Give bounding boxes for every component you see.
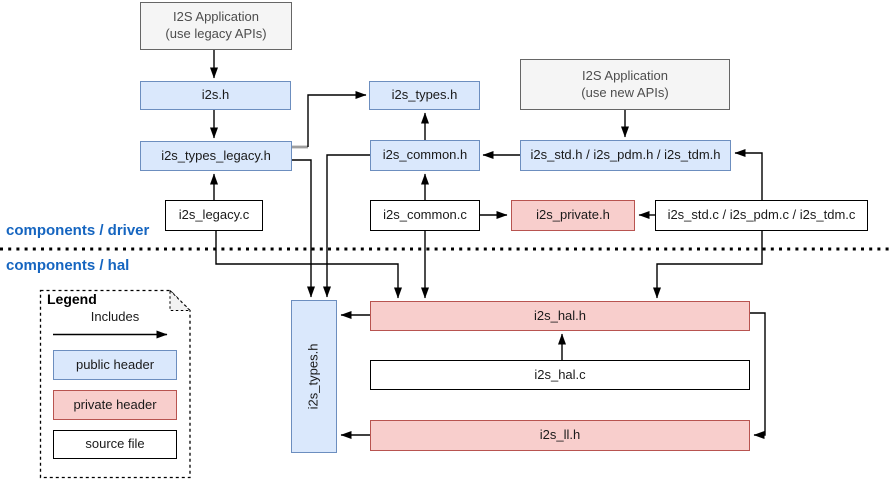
node-i2s-private-h: i2s_private.h bbox=[511, 200, 635, 231]
legend-private-header-swatch: private header bbox=[53, 390, 177, 420]
edge-legacy-c-to-hal-h bbox=[215, 231, 402, 299]
node-i2s-application-legacy: I2S Application (use legacy APIs) bbox=[140, 2, 292, 50]
node-i2s-types-h-driver: i2s_types.h bbox=[369, 81, 480, 110]
section-label-hal: components / hal bbox=[6, 257, 130, 274]
legend-public-header-swatch: public header bbox=[53, 350, 177, 380]
legend-source-file-swatch: source file bbox=[53, 430, 177, 459]
node-i2s-common-h: i2s_common.h bbox=[370, 140, 480, 171]
node-i2s-legacy-c: i2s_legacy.c bbox=[165, 200, 263, 231]
node-i2s-types-h-hal: i2s_types.h bbox=[291, 300, 337, 453]
legend-fold-corner bbox=[169, 289, 192, 311]
legend-includes-label: Includes bbox=[90, 309, 140, 324]
edge-std-c-to-hal-h bbox=[653, 231, 763, 299]
edge-std-c-to-std-h bbox=[734, 149, 763, 200]
edge-types-legacy-to-types-hal bbox=[292, 159, 315, 298]
node-i2s-h: i2s.h bbox=[140, 81, 291, 110]
node-i2s-ll-h: i2s_ll.h bbox=[370, 420, 750, 451]
node-i2s-application-new: I2S Application (use new APIs) bbox=[520, 59, 730, 110]
edge-types-legacy-to-i2s-types bbox=[307, 91, 367, 147]
node-i2s-hal-h: i2s_hal.h bbox=[370, 301, 750, 331]
section-label-driver: components / driver bbox=[6, 222, 150, 239]
edge-common-h-to-types-hal bbox=[323, 154, 370, 298]
node-i2s-hal-c: i2s_hal.c bbox=[370, 360, 750, 390]
edge-hal-h-to-ll-h bbox=[750, 312, 766, 439]
node-i2s-std-pdm-tdm-h: i2s_std.h / i2s_pdm.h / i2s_tdm.h bbox=[520, 140, 731, 171]
legend-title: Legend bbox=[47, 291, 97, 307]
node-i2s-types-h-hal-label: i2s_types.h bbox=[305, 343, 321, 410]
node-i2s-std-pdm-tdm-c: i2s_std.c / i2s_pdm.c / i2s_tdm.c bbox=[655, 200, 868, 231]
node-i2s-common-c: i2s_common.c bbox=[370, 200, 480, 231]
node-i2s-types-legacy-h: i2s_types_legacy.h bbox=[140, 141, 292, 171]
